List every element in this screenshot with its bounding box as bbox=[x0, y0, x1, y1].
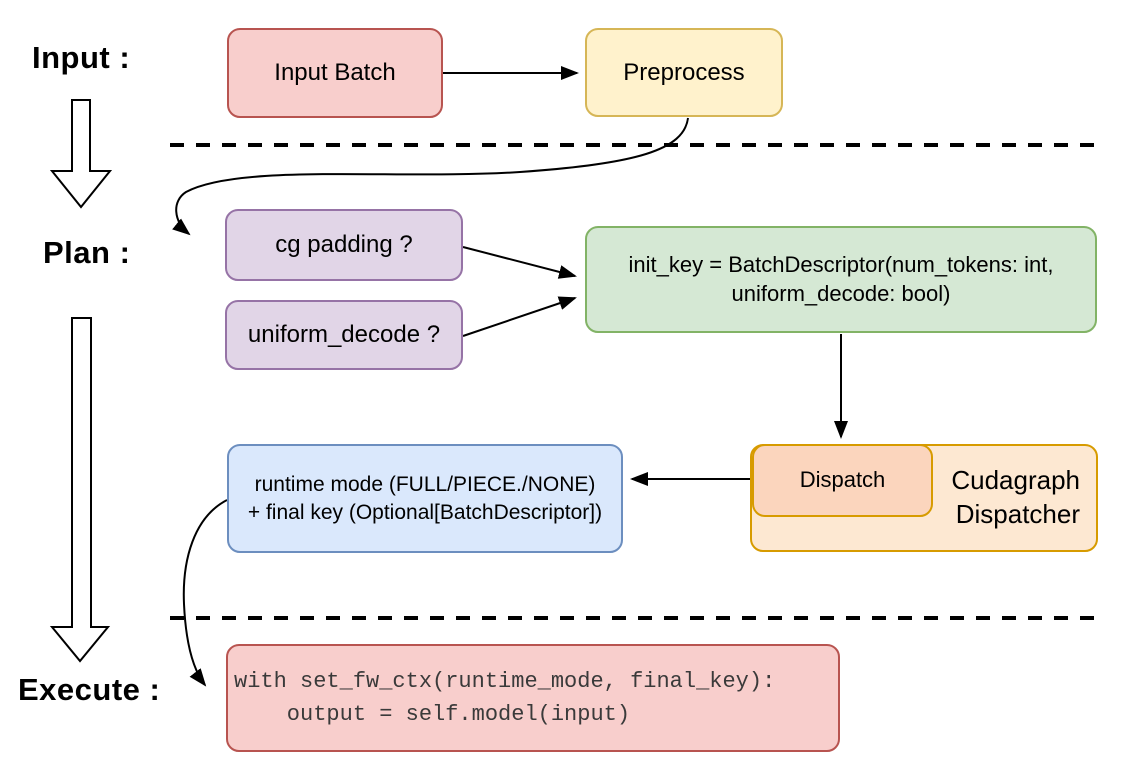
execute-code-line1: with set_fw_ctx(runtime_mode, final_key)… bbox=[234, 669, 776, 694]
node-preprocess-label: Preprocess bbox=[623, 58, 745, 86]
stage-label-input: Input : bbox=[32, 40, 131, 75]
node-uniform-decode: uniform_decode ? bbox=[225, 300, 463, 370]
node-runtime-line2: + final key (Optional[BatchDescriptor]) bbox=[247, 500, 603, 524]
stage-arrow-input-to-plan bbox=[49, 99, 113, 209]
node-uniform-decode-label: uniform_decode ? bbox=[247, 321, 441, 349]
node-runtime-mode: runtime mode (FULL/PIECE./NONE) + final … bbox=[227, 444, 623, 553]
node-cudagraph-line2: Dispatcher bbox=[955, 499, 1080, 529]
node-input-batch-label: Input Batch bbox=[274, 59, 396, 87]
node-input-batch: Input Batch bbox=[227, 28, 443, 118]
node-init-key: init_key = BatchDescriptor(num_tokens: i… bbox=[585, 226, 1097, 333]
node-init-key-line1: init_key = BatchDescriptor(num_tokens: i… bbox=[628, 251, 1054, 277]
stage-label-execute: Execute : bbox=[18, 672, 161, 707]
edge-cgpadding-initkey bbox=[462, 246, 577, 279]
node-cg-padding-label: cg padding ? bbox=[275, 231, 413, 259]
stage-arrow-plan-to-execute bbox=[49, 317, 111, 663]
node-cudagraph-line1: Cudagraph bbox=[951, 465, 1080, 496]
node-preprocess: Preprocess bbox=[585, 28, 783, 117]
node-cg-padding: cg padding ? bbox=[225, 209, 463, 281]
node-init-key-line2: uniform_decode: bool) bbox=[731, 280, 951, 306]
node-runtime-line1: runtime mode (FULL/PIECE./NONE) bbox=[254, 473, 596, 497]
node-dispatch-label: Dispatch bbox=[799, 467, 886, 493]
stage-label-plan: Plan : bbox=[43, 235, 131, 270]
node-dispatch: Dispatch bbox=[752, 444, 933, 517]
node-execute-code: with set_fw_ctx(runtime_mode, final_key)… bbox=[226, 644, 840, 752]
execute-code-line2: output = self.model(input) bbox=[234, 702, 631, 727]
edge-runtime-executecode bbox=[182, 499, 228, 687]
edge-uniformdecode-initkey bbox=[462, 296, 577, 337]
